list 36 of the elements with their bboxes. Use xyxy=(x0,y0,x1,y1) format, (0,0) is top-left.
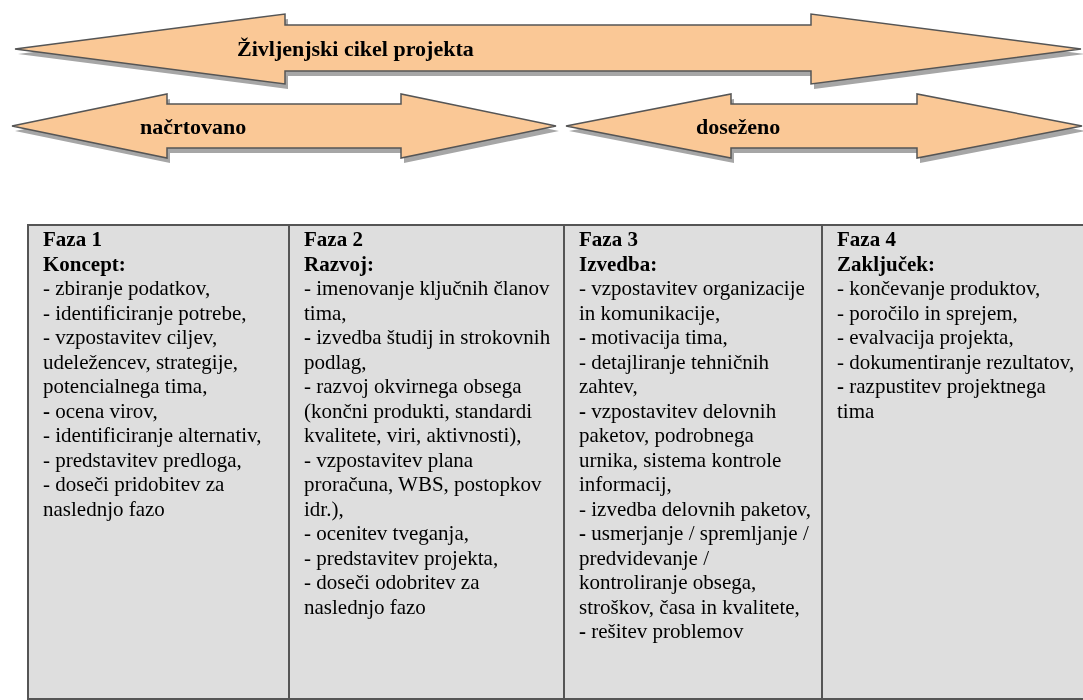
task-item: - doseči odobritev za naslednjo fazo xyxy=(304,570,481,619)
phase-title: Razvoj: xyxy=(304,251,375,276)
task-item: - končevanje produktov, xyxy=(837,276,1042,301)
arrow-label: Življenjski cikel projekta xyxy=(237,38,474,60)
task-item: - vzpostavitev plana proračuna, WBS, postopkov idr.), xyxy=(304,447,543,521)
task-item: - identificiranje alternativ, xyxy=(43,423,263,448)
arrow-label: doseženo xyxy=(696,116,781,138)
phase-cell xyxy=(563,224,823,700)
phase-title: Koncept: xyxy=(43,251,127,276)
task-item: - rešitev problemov xyxy=(579,619,745,644)
task-item: - vzpostavitev delovnih paketov, podrobnega urnika, sistema kontrole informacij, xyxy=(579,398,783,497)
task-item: - izvedba delovnih paketov, xyxy=(579,496,812,521)
task-item: - doseči pridobitev za naslednjo fazo xyxy=(43,472,226,521)
phase-cell xyxy=(27,224,290,700)
phase-title: Zaključek: xyxy=(837,251,936,276)
task-item: - ocenitev tveganja, xyxy=(304,521,470,546)
task-item: - zbiranje podatkov, xyxy=(43,276,212,301)
phase-number: Faza 2 xyxy=(304,227,364,252)
task-item: - razpustitev projektnega tima xyxy=(837,374,1047,423)
task-item: - poročilo in sprejem, xyxy=(837,300,1019,325)
task-item: - predstavitev projekta, xyxy=(304,545,500,570)
phase-number: Faza 3 xyxy=(579,227,639,252)
phase-cell xyxy=(288,224,565,700)
task-item: - razvoj okvirnega obsega (končni produkti, standardi kvalitete, viri, aktivnosti), xyxy=(304,374,534,448)
task-item: - ocena virov, xyxy=(43,398,159,423)
task-item: - identificiranje potrebe, xyxy=(43,300,248,325)
task-item: - predstavitev predloga, xyxy=(43,447,243,472)
phase-cell xyxy=(821,224,1083,700)
task-item: - izvedba študij in strokovnih podlag, xyxy=(304,325,552,374)
task-item: - motivacija tima, xyxy=(579,325,729,350)
task-item: - dokumentiranje rezultatov, xyxy=(837,349,1075,374)
phase-number: Faza 4 xyxy=(837,227,897,252)
arrow-label: načrtovano xyxy=(140,116,247,138)
phase-number: Faza 1 xyxy=(43,227,103,252)
phase-title: Izvedba: xyxy=(579,251,659,276)
task-item: - evalvacija projekta, xyxy=(837,325,1015,350)
